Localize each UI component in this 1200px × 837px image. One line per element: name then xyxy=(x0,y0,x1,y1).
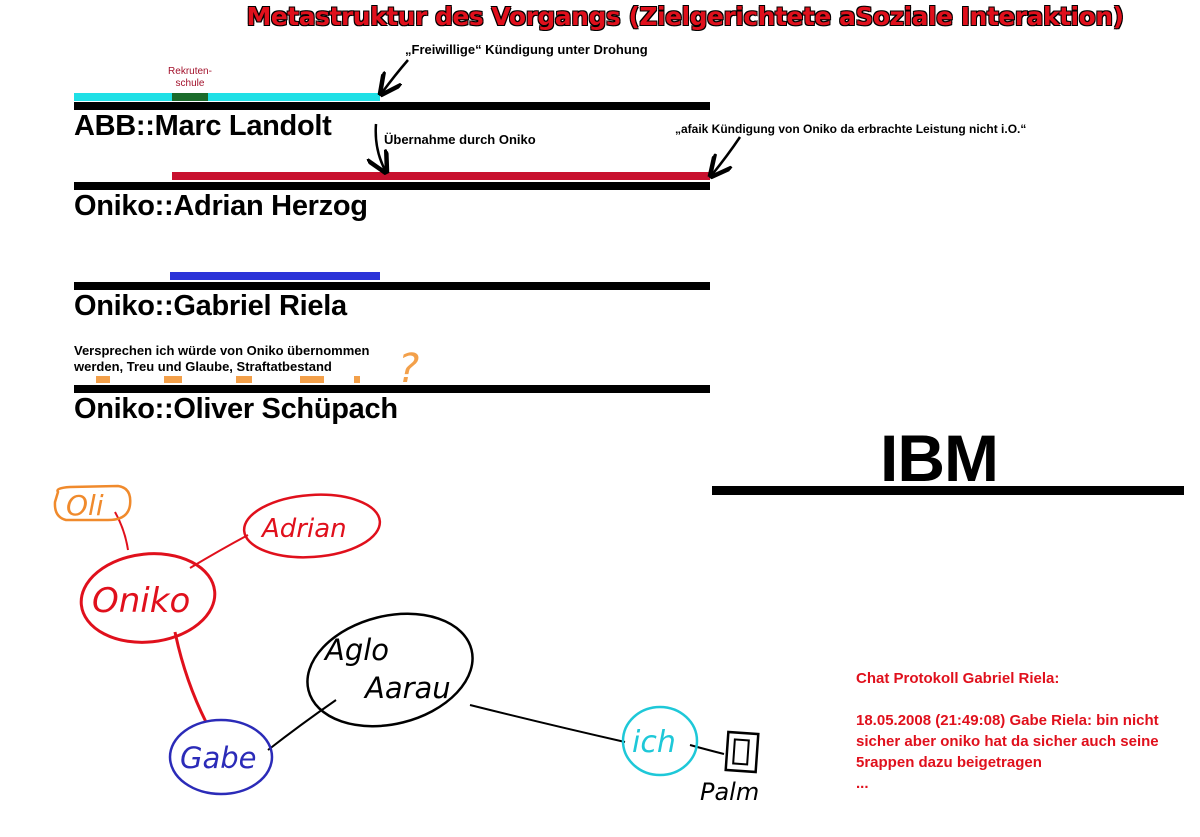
palm-icon xyxy=(724,730,760,774)
chat-protocol: Chat Protokoll Gabriel Riela: 18.05.2008… xyxy=(856,668,1196,794)
timeline-oliver xyxy=(74,385,710,393)
node-label-aarau: Aarau xyxy=(363,671,451,705)
node-oniko xyxy=(79,552,217,644)
node-label-palm: Palm xyxy=(700,778,759,806)
uebernahme-note: Übernahme durch Oniko xyxy=(384,132,536,147)
versprechen-note-line1: Versprechen ich würde von Oniko übernomm… xyxy=(74,343,370,358)
node-gabe xyxy=(168,718,274,796)
question-mark: ? xyxy=(398,346,419,392)
node-label-oli: Oli xyxy=(66,489,104,522)
green-rekrutenschule-bar xyxy=(172,93,208,101)
lane-label-gabriel: Oniko::Gabriel Riela xyxy=(74,290,347,322)
node-label-aglo: Aglo xyxy=(323,633,389,667)
freiwillige-note: „Freiwillige“ Kündigung unter Drohung xyxy=(405,42,648,57)
orange-promise-dashes xyxy=(96,376,360,383)
node-adrian xyxy=(242,493,382,559)
edge-oniko-gabe xyxy=(173,631,208,723)
diagram-title: Metastruktur des Vorgangs (Zielgerichtet… xyxy=(246,2,1124,31)
node-ich xyxy=(621,705,699,777)
cyan-employment-bar xyxy=(74,93,380,101)
lane-label-oliver: Oniko::Oliver Schüpach xyxy=(74,393,398,425)
chat-line-3: 5rappen dazu beigetragen xyxy=(856,754,1042,771)
schule-line: schule xyxy=(175,78,205,89)
rekrutenschule-note: Rekruten- schule xyxy=(160,66,220,90)
edge-adrian-oniko xyxy=(189,534,249,569)
timeline-gabriel xyxy=(74,282,710,290)
arrow-afaik xyxy=(711,136,742,176)
chat-heading: Chat Protokoll Gabriel Riela: xyxy=(856,670,1060,687)
ibm-label: IBM xyxy=(880,421,999,495)
edge-aglo-ich xyxy=(469,704,626,743)
timeline-ibm xyxy=(712,486,1184,495)
chat-line-4: ... xyxy=(856,775,869,792)
red-oniko-bar xyxy=(172,172,710,180)
edge-oli-oniko xyxy=(114,511,129,551)
network-edges xyxy=(114,511,725,755)
afaik-note: „afaik Kündigung von Oniko da erbrachte … xyxy=(675,122,1027,136)
chat-spacer xyxy=(856,689,1196,710)
node-label-gabe: Gabe xyxy=(180,741,257,775)
node-label-ich: ich xyxy=(632,725,676,760)
timeline-abb xyxy=(74,102,710,110)
node-label-adrian: Adrian xyxy=(260,514,347,544)
node-label-oniko: Oniko xyxy=(92,581,190,621)
arrow-uebernahme xyxy=(376,123,386,172)
lane-label-adrian: Oniko::Adrian Herzog xyxy=(74,190,368,222)
node-aglo-aarau xyxy=(306,612,474,728)
edge-gabe-aglo xyxy=(267,699,337,751)
chat-line-2: sicher aber oniko hat da sicher auch sei… xyxy=(856,733,1159,750)
rekruten-line: Rekruten- xyxy=(168,66,212,77)
versprechen-note-line2: werden, Treu und Glaube, Straftatbestand xyxy=(74,359,332,374)
edge-ich-palm xyxy=(689,744,725,755)
chat-line-1: 18.05.2008 (21:49:08) Gabe Riela: bin ni… xyxy=(856,712,1159,729)
arrow-freiwillige xyxy=(381,59,409,94)
node-oli xyxy=(53,484,132,522)
timeline-adrian xyxy=(74,182,710,190)
lane-label-abb: ABB::Marc Landolt xyxy=(74,110,332,142)
blue-gabriel-bar xyxy=(170,272,380,280)
